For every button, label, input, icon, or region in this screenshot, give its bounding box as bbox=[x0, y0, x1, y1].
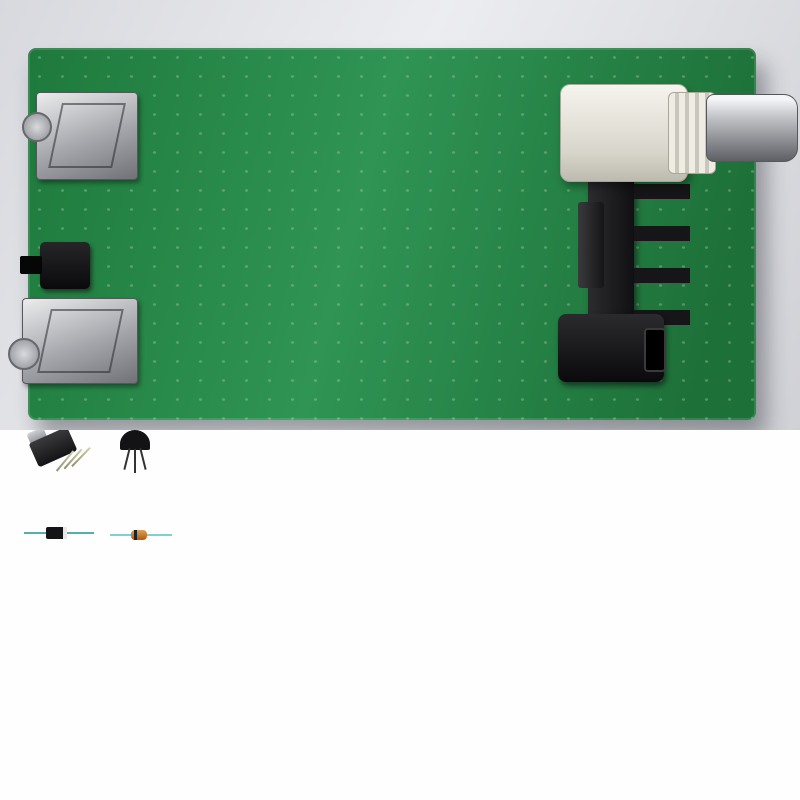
push-button-plunger bbox=[20, 256, 42, 274]
key-jack bbox=[22, 298, 138, 384]
transistor-leg bbox=[123, 448, 131, 470]
schematic-section bbox=[0, 430, 800, 800]
spk-jack-nut bbox=[22, 112, 52, 142]
push-button bbox=[40, 242, 90, 289]
circuit-schematic bbox=[0, 430, 800, 800]
transistor-leg bbox=[139, 448, 147, 470]
transistor-leg bbox=[134, 449, 136, 473]
spk-jack bbox=[36, 92, 138, 180]
transistor-body bbox=[120, 430, 150, 450]
diode-photo-1n4001 bbox=[24, 526, 94, 542]
transistor-photo-d882 bbox=[26, 430, 91, 474]
dc-power-jack-face bbox=[644, 328, 666, 372]
diode-body bbox=[46, 527, 68, 539]
bnc-connector-barrel bbox=[706, 94, 798, 162]
heatsink-fins bbox=[634, 184, 690, 332]
key-jack-nut bbox=[8, 338, 40, 370]
diode-body bbox=[131, 530, 148, 540]
pcb-photo-section bbox=[0, 0, 800, 430]
diode-photo-1n4148 bbox=[110, 528, 172, 542]
diode-band bbox=[63, 527, 68, 539]
diode-band bbox=[133, 530, 137, 540]
transistor-photo-to92 bbox=[116, 430, 160, 476]
to220-regulator bbox=[578, 202, 604, 288]
